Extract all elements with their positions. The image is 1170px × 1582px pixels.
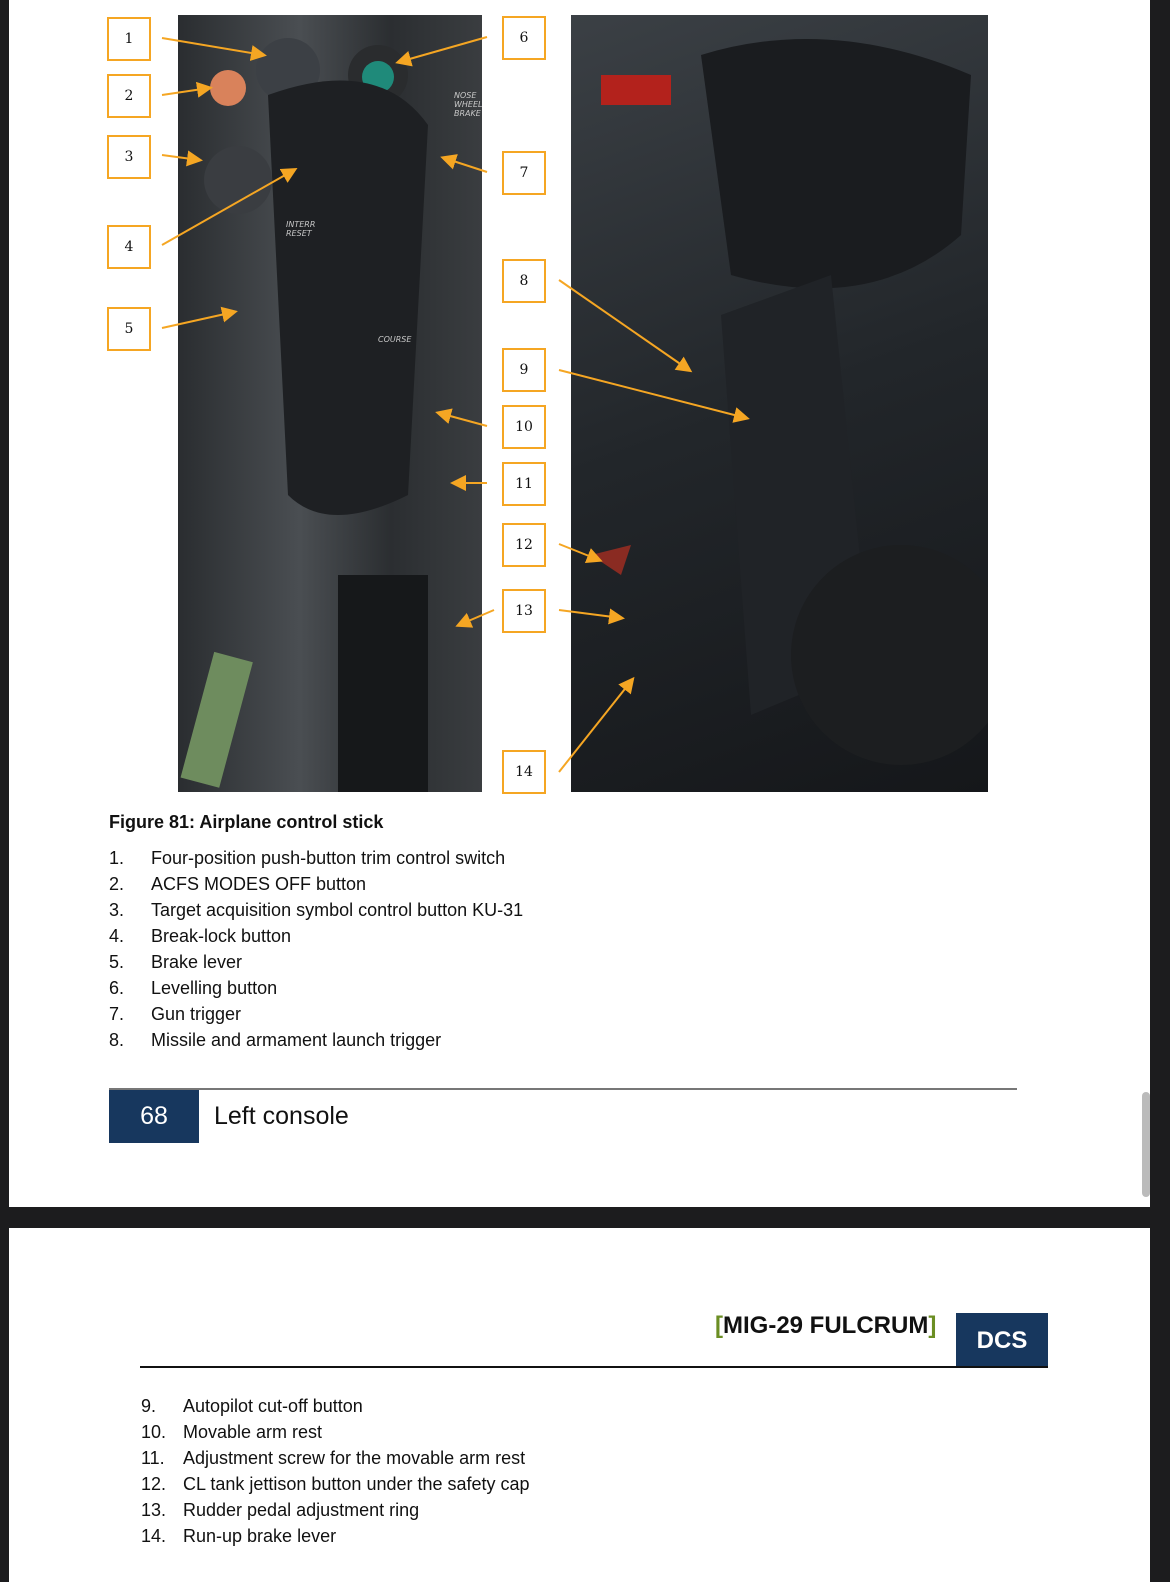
callout-5: 5: [107, 307, 151, 351]
list-item: 10. Movable arm rest: [141, 1422, 530, 1448]
list-item: 8. Missile and armament launch trigger: [109, 1030, 523, 1056]
item-number: 6.: [109, 978, 125, 998]
item-number: 5.: [109, 952, 125, 972]
course-label: COURSE: [378, 335, 412, 344]
list-item: 9. Autopilot cut-off button: [141, 1396, 530, 1422]
item-text: Adjustment screw for the movable arm res…: [183, 1448, 526, 1468]
callout-9: 9: [502, 348, 546, 392]
item-text: Target acquisition symbol control button…: [151, 900, 524, 920]
section-title: Left console: [214, 1102, 349, 1130]
figure-caption: Figure 81: Airplane control stick: [109, 812, 384, 832]
callout-6: 6: [502, 16, 546, 60]
page-number: 68: [109, 1090, 199, 1143]
item-number: 10.: [141, 1422, 167, 1442]
list-item: 5. Brake lever: [109, 952, 523, 978]
list-item: 14. Run-up brake lever: [141, 1526, 530, 1552]
item-text: Break-lock button: [151, 926, 292, 946]
stick-side-illustration: [591, 39, 988, 765]
interr-reset-label: INTERR RESET: [286, 220, 316, 238]
item-number: 13.: [141, 1500, 167, 1520]
item-text: Four-position push-button trim control s…: [151, 848, 506, 868]
item-text: Gun trigger: [151, 1004, 242, 1024]
legend-list-page2: 9. Autopilot cut-off button 10. Movable arm…: [141, 1396, 530, 1552]
legend-list-page1: 1. Four-position push-button trim control…: [109, 848, 523, 1056]
item-number: 14.: [141, 1526, 167, 1546]
item-number: 11.: [141, 1448, 165, 1468]
list-item: 6. Levelling button: [109, 978, 523, 1004]
callout-10: 10: [502, 405, 546, 449]
callout-8: 8: [502, 259, 546, 303]
item-text: Levelling button: [151, 978, 278, 998]
list-item: 11. Adjustment screw for the movable arm …: [141, 1448, 530, 1474]
list-item: 4. Break-lock button: [109, 926, 523, 952]
bracket-close: ]: [928, 1312, 937, 1339]
item-text: Missile and armament launch trigger: [151, 1030, 442, 1050]
item-text: Rudder pedal adjustment ring: [183, 1500, 420, 1520]
item-number: 2.: [109, 874, 125, 894]
item-text: ACFS MODES OFF button: [151, 874, 367, 894]
callout-7: 7: [502, 151, 546, 195]
footer-divider: [109, 1088, 1017, 1090]
item-number: 1.: [109, 848, 125, 868]
item-text: Autopilot cut-off button: [183, 1396, 363, 1416]
callout-12: 12: [502, 523, 546, 567]
item-text: Run-up brake lever: [183, 1526, 337, 1546]
document-page-1: NOSE WHEEL BRAKE INTERR RESET COURSE 1 2…: [9, 0, 1150, 1207]
item-number: 4.: [109, 926, 125, 946]
header-divider: [140, 1366, 1048, 1368]
callout-11: 11: [502, 462, 546, 506]
list-item: 7. Gun trigger: [109, 1004, 523, 1030]
list-item: 12. CL tank jettison button under the saf…: [141, 1474, 530, 1500]
nose-wheel-brake-label: NOSE WHEEL BRAKE: [454, 91, 482, 118]
item-number: 7.: [109, 1004, 125, 1024]
callout-14: 14: [502, 750, 546, 794]
list-item: 2. ACFS MODES OFF button: [109, 874, 523, 900]
brand-badge: DCS: [956, 1313, 1048, 1368]
item-text: Brake lever: [151, 952, 243, 972]
list-item: 3. Target acquisition symbol control butt…: [109, 900, 523, 926]
callout-4: 4: [107, 225, 151, 269]
callout-2: 2: [107, 74, 151, 118]
callout-arrows: [161, 36, 750, 773]
item-number: 8.: [109, 1030, 125, 1050]
document-page-2: [MIG-29 FULCRUM] DCS 9. Autopilot cut-off…: [9, 1228, 1150, 1582]
stick-illustration: [180, 38, 428, 792]
document-title: [MIG-29 FULCRUM]: [715, 1312, 936, 1340]
item-text: Movable arm rest: [183, 1422, 323, 1442]
list-item: 1. Four-position push-button trim control…: [109, 848, 523, 874]
callout-1: 1: [107, 17, 151, 61]
item-number: 9.: [141, 1396, 157, 1416]
bracket-open: [: [715, 1312, 723, 1339]
item-number: 12.: [141, 1474, 167, 1494]
callout-3: 3: [107, 135, 151, 179]
item-text: CL tank jettison button under the safety…: [183, 1474, 530, 1494]
scrollbar-thumb[interactable]: [1142, 1092, 1150, 1197]
control-stick-photo-side: [571, 15, 988, 792]
list-item: 13. Rudder pedal adjustment ring: [141, 1500, 530, 1526]
title-text: MIG-29 FULCRUM: [723, 1312, 929, 1339]
callout-13: 13: [502, 589, 546, 633]
item-number: 3.: [109, 900, 125, 920]
control-stick-photo-front: NOSE WHEEL BRAKE INTERR RESET COURSE: [178, 15, 482, 792]
